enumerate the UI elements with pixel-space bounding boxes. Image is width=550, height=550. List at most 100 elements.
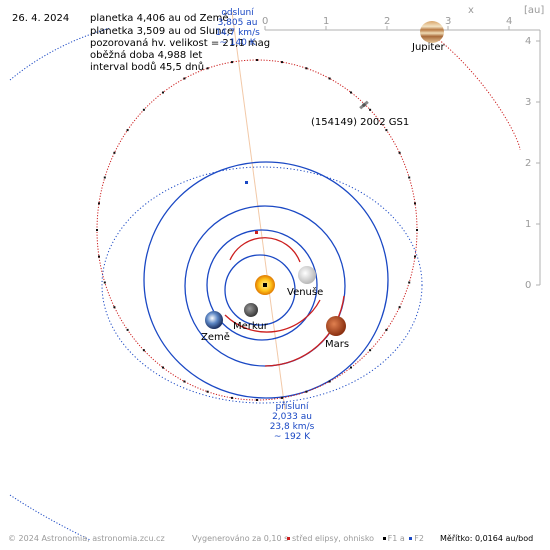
mars-label: Mars — [325, 339, 350, 350]
perihelion-label: přísluní 2,033 au 23,8 km/s ~ 192 K — [262, 402, 322, 442]
legend-f2-text: F2 — [414, 534, 424, 543]
asteroid-interval-point — [142, 349, 145, 352]
y-tick-0: 0 — [525, 280, 532, 291]
footer-generated: Vygenerováno za 0,10 s — [192, 534, 289, 543]
venus-planet — [298, 266, 316, 284]
x-tick-1: 1 — [323, 16, 330, 27]
asteroid-interval-point — [385, 328, 388, 331]
earth-label: Země — [201, 332, 230, 343]
asteroid-interval-point — [416, 229, 418, 231]
asteroid-interval-point — [183, 77, 186, 80]
outer-orbit-arc — [9, 27, 111, 81]
asteroid-interval-point — [113, 151, 116, 154]
asteroid-interval-point — [231, 61, 233, 64]
legend-f1-text: F1 a — [387, 534, 405, 543]
asteroid-interval-point — [98, 202, 100, 205]
asteroid-interval-point — [206, 390, 209, 393]
asteroid-interval-point — [281, 396, 283, 399]
unit-label: [au] — [524, 5, 545, 16]
asteroid-interval-point — [414, 255, 416, 258]
info-line-2: planetka 3,509 au od Slunce — [90, 26, 234, 37]
perihelion-line-1: přísluní — [275, 402, 309, 412]
asteroid-interval-point — [103, 176, 106, 179]
info-line-1: planetka 4,406 au od Země — [90, 13, 229, 24]
x-tick-0: 0 — [262, 16, 269, 27]
asteroid-interval-point — [142, 108, 145, 111]
outer-orbit-arc — [9, 494, 91, 541]
center-legend-marker — [287, 536, 290, 540]
venus-label: Venuše — [287, 287, 324, 298]
asteroid-label: (154149) 2002 GS1 — [311, 117, 410, 128]
asteroid-interval-point — [103, 281, 106, 284]
x-tick-3: 3 — [445, 16, 452, 27]
asteroid-interval-point — [369, 349, 372, 352]
mercury-label: Merkur — [233, 321, 268, 332]
mercury-planet — [244, 303, 258, 317]
asteroid-interval-point — [408, 176, 411, 179]
y-ticks — [536, 40, 540, 286]
info-line-5: interval bodů 45,5 dnů — [90, 62, 205, 73]
info-line-4: oběžná doba 4,988 let — [90, 50, 203, 61]
ellipse-center — [255, 231, 258, 234]
mercury-orbit — [224, 254, 296, 326]
asteroid-interval-point — [385, 129, 388, 132]
footer-scale: Měřítko: 0,0164 au/bod — [440, 534, 534, 543]
mars-planet — [326, 316, 346, 336]
asteroid-interval-point — [206, 67, 209, 70]
asteroid-interval-point — [113, 306, 116, 309]
earth-dotted-orbit — [101, 166, 423, 404]
mars-orbit — [143, 161, 389, 399]
footer-legend: střed elipsy, ohnisko F1 a F2 — [285, 534, 424, 544]
y-tick-4: 4 — [525, 36, 532, 47]
axes — [264, 26, 541, 286]
x-ticks — [264, 26, 510, 30]
asteroid-interval-point — [126, 129, 129, 132]
aphelion-line-3: 14,7 km/s — [215, 28, 260, 38]
info-line-3: pozorovaná hv. velikost = 21,1 mag — [90, 38, 271, 49]
asteroid-interval-point — [98, 255, 100, 258]
asteroid-orbit — [96, 59, 418, 401]
aphelion-line-1: odsluní — [221, 8, 254, 18]
asteroid-interval-point — [231, 396, 233, 399]
inner-red-arc — [264, 295, 345, 367]
sun-focus-marker — [263, 283, 267, 287]
apsis-line — [231, 11, 286, 411]
asteroid-interval-point — [183, 380, 186, 383]
asteroid-interval-point — [328, 77, 331, 80]
outer-orbit-arc — [431, 33, 521, 151]
aphelion-line-2: 3,805 au — [217, 18, 258, 28]
asteroid-interval-point — [305, 390, 308, 393]
asteroid-interval-point — [369, 108, 372, 111]
focus-f2 — [245, 181, 248, 184]
asteroid-interval-point — [398, 151, 401, 154]
asteroid-interval-point — [256, 59, 258, 61]
footer-copyright[interactable]: © 2024 Astronomia, astronomia.zcu.cz — [8, 534, 165, 543]
asteroid-interval-point — [328, 380, 331, 383]
y-tick-1: 1 — [525, 219, 532, 230]
y-tick-3: 3 — [525, 97, 532, 108]
asteroid-interval-point — [408, 281, 411, 284]
asteroid-marker — [359, 100, 369, 110]
asteroid-interval-point — [96, 229, 98, 231]
x-tick-4: 4 — [506, 16, 513, 27]
inner-red-arc — [229, 237, 301, 263]
date-label: 26. 4. 2024 — [12, 13, 70, 24]
x-axis-label: x — [468, 5, 474, 16]
perihelion-line-4: ~ 192 K — [273, 432, 311, 442]
asteroid-interval-point — [398, 306, 401, 309]
aphelion-line-4: ~ 140 K — [219, 38, 256, 48]
asteroid-interval-point — [350, 91, 352, 94]
asteroid-interval-point — [305, 67, 308, 70]
f2-legend-marker — [409, 536, 413, 540]
asteroid-interval-point — [126, 328, 129, 331]
asteroid-interval-point — [256, 399, 258, 401]
asteroid-interval-point — [414, 202, 416, 205]
asteroid-interval-point — [162, 91, 164, 94]
legend-center-text: střed elipsy, ohnisko — [292, 534, 375, 543]
asteroid-interval-point — [350, 366, 352, 369]
earth-planet — [205, 311, 223, 329]
perihelion-line-3: 23,8 km/s — [269, 422, 315, 432]
jupiter-planet — [420, 21, 444, 43]
jupiter-label: Jupiter — [412, 42, 445, 53]
